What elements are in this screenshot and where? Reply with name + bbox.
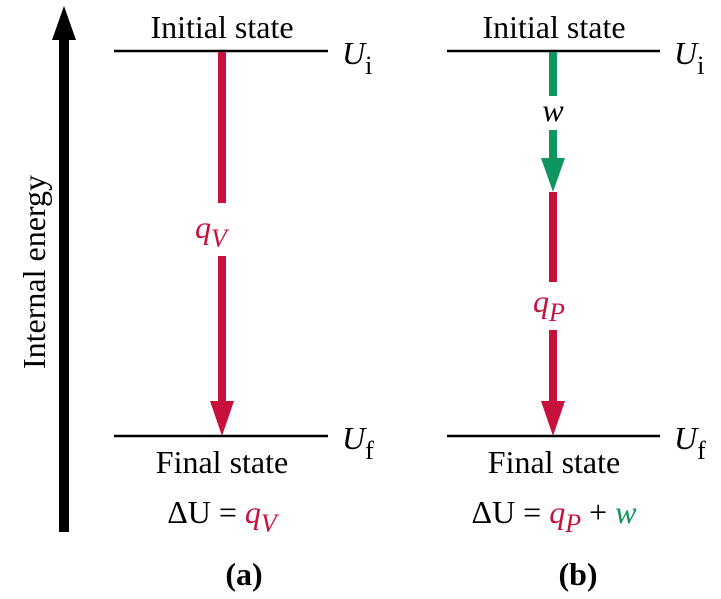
panel-a-initial-label: Initial state: [150, 9, 293, 45]
panel-a-equation: ΔU = qV: [167, 494, 280, 538]
panel-b-work-arrowhead: [541, 158, 565, 192]
panel-b-equation: ΔU = qP + w: [471, 494, 637, 538]
panel-b-u-initial: Ui: [674, 35, 704, 80]
panel-a-heat-label: qV: [195, 209, 230, 253]
panel-b-caption: (b): [558, 556, 597, 592]
panel-b-u-final: Uf: [674, 420, 706, 465]
energy-axis-arrowhead: [52, 6, 76, 40]
panel-a-u-initial: Ui: [342, 35, 372, 80]
panel-b-final-label: Final state: [488, 444, 620, 480]
panel-a-heat-arrowhead: [210, 401, 234, 436]
panel-b: Initial state Ui w qP Uf Final state ΔU …: [447, 9, 706, 592]
internal-energy-axis: Internal energy: [16, 6, 76, 532]
panel-b-initial-label: Initial state: [482, 9, 625, 45]
energy-axis-label: Internal energy: [16, 175, 52, 369]
panel-a-caption: (a): [225, 556, 262, 592]
panel-a: Initial state Ui qV Uf Final state ΔU = …: [114, 9, 374, 592]
panel-b-heat-arrowhead: [541, 401, 565, 436]
panel-b-work-label: w: [542, 92, 564, 128]
panel-a-u-final: Uf: [342, 420, 374, 465]
panel-b-heat-label: qP: [533, 283, 565, 327]
panel-a-final-label: Final state: [156, 444, 288, 480]
